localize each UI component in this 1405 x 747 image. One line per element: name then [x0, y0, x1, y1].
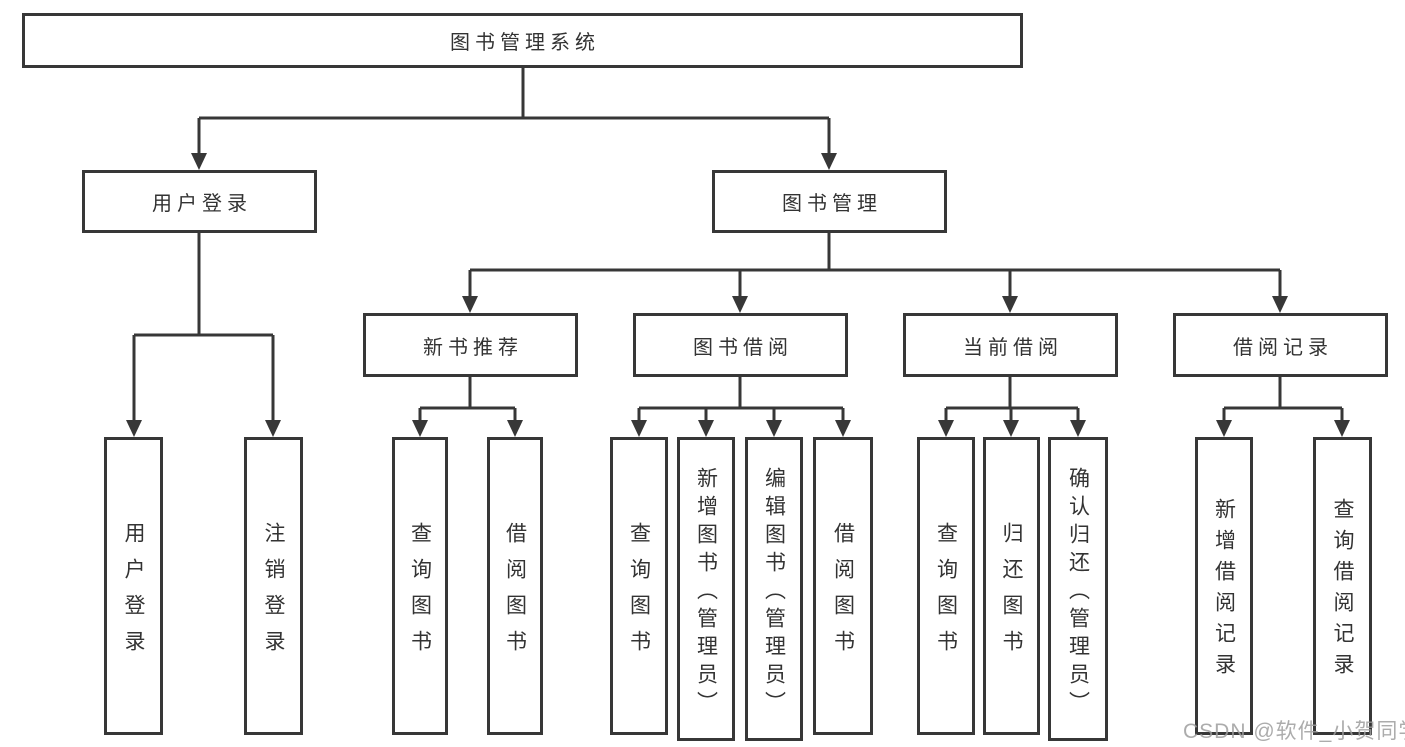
leaf-query-books-3: 查询图书 — [917, 437, 975, 735]
leaf-borrow-books-2: 借阅图书 — [813, 437, 873, 735]
node-new-book-recommend: 新书推荐 — [363, 313, 578, 377]
leaf-confirm-return-admin: 确认归还（管理员） — [1048, 437, 1108, 741]
node-label: 借阅图书 — [831, 521, 855, 666]
node-label: 查询图书 — [408, 521, 432, 666]
leaf-logout: 注销登录 — [244, 437, 303, 735]
leaf-query-books-2: 查询图书 — [610, 437, 668, 735]
node-label: 用户登录 — [152, 193, 252, 215]
leaf-add-borrow-record: 新增借阅记录 — [1195, 437, 1253, 735]
node-label: 查询借阅记录 — [1331, 498, 1354, 684]
node-label: 图书借阅 — [693, 336, 793, 359]
node-library-management-system: 图书管理系统 — [22, 13, 1023, 68]
leaf-query-borrow-record: 查询借阅记录 — [1313, 437, 1372, 735]
node-label: 图书管理系统 — [450, 32, 600, 54]
node-book-management: 图书管理 — [712, 170, 947, 233]
node-label: 确认归还（管理员） — [1066, 466, 1090, 719]
node-label: 新增借阅记录 — [1212, 498, 1236, 684]
node-label: 借阅图书 — [503, 521, 527, 666]
leaf-query-books-1: 查询图书 — [392, 437, 448, 735]
node-label: 借阅记录 — [1233, 336, 1333, 359]
leaf-add-books-admin: 新增图书（管理员） — [677, 437, 735, 741]
node-label: 当前借阅 — [963, 336, 1063, 359]
node-label: 编辑图书（管理员） — [762, 466, 786, 719]
node-book-borrow: 图书借阅 — [633, 313, 848, 377]
leaf-edit-books-admin: 编辑图书（管理员） — [745, 437, 803, 741]
leaf-return-books: 归还图书 — [983, 437, 1040, 735]
node-label: 图书管理 — [782, 193, 882, 215]
node-current-borrow: 当前借阅 — [903, 313, 1118, 377]
node-user-login: 用户登录 — [82, 170, 317, 233]
node-label: 注销登录 — [262, 521, 285, 666]
leaf-user-login: 用户登录 — [104, 437, 163, 735]
node-label: 新增图书（管理员） — [694, 466, 718, 719]
node-label: 新书推荐 — [423, 336, 523, 359]
node-label: 查询图书 — [627, 521, 651, 666]
csdn-watermark: CSDN @软件_小贺同学 — [1183, 720, 1405, 743]
node-borrow-records: 借阅记录 — [1173, 313, 1388, 377]
leaf-borrow-books-1: 借阅图书 — [487, 437, 543, 735]
node-label: 用户登录 — [122, 521, 145, 666]
node-label: 归还图书 — [1000, 521, 1023, 666]
node-label: 查询图书 — [934, 521, 958, 666]
